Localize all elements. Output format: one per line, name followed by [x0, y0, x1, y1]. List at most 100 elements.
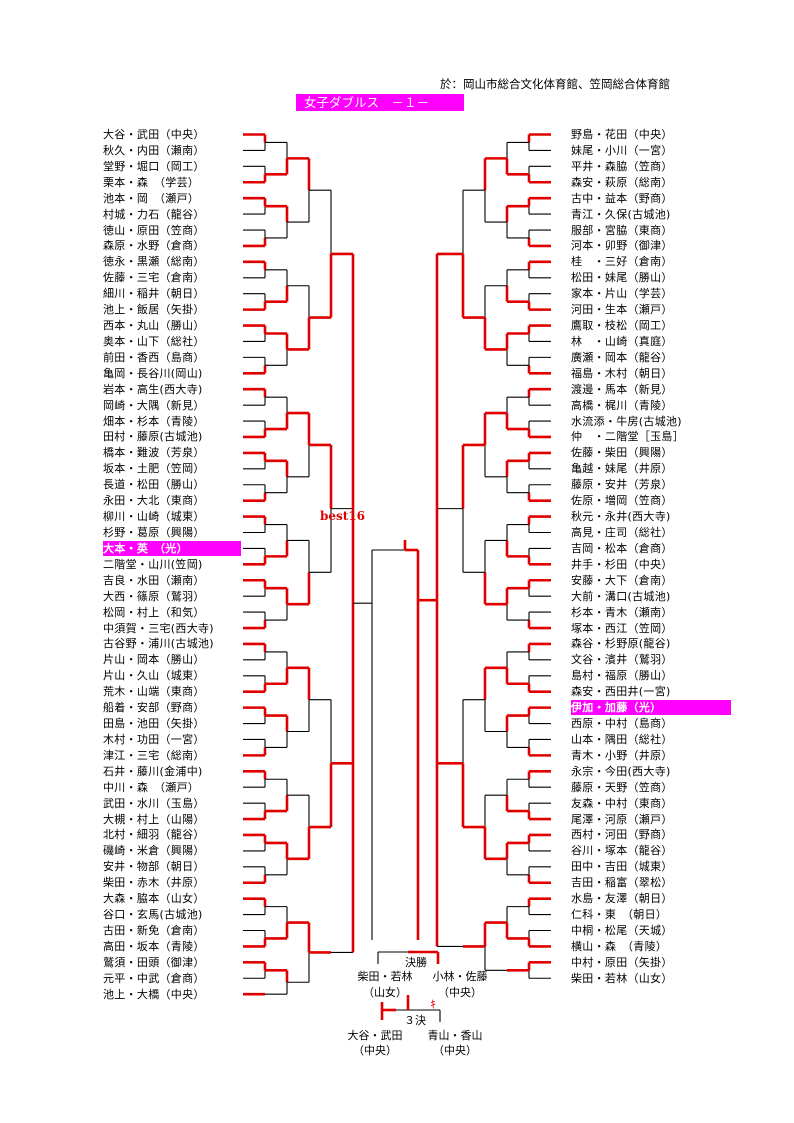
right-entry: 森安・萩原（総南）: [571, 175, 673, 189]
final-right-school: （中央）: [438, 986, 482, 999]
right-entry: 青木・小野（井原）: [571, 748, 673, 762]
right-entry: 野島・花田（中央）: [571, 128, 673, 141]
left-entry: 岩本・高生(西大寺): [103, 382, 203, 396]
right-entry: 吉田・稲富（翠松）: [571, 876, 673, 890]
left-entry: 橋本・難波（芳泉）: [103, 446, 205, 460]
left-entry: 安井・物部（朝日）: [103, 860, 205, 874]
final-left-school: （山女）: [363, 986, 407, 999]
left-entry: 柴田・赤木（井原）: [103, 876, 205, 890]
left-entry: 石井・藤川(金浦中): [103, 764, 203, 778]
right-entry: 友森・中村（東商）: [571, 796, 673, 810]
right-entry: 井手・杉田（中央）: [571, 557, 673, 571]
left-entry: 大本・英 （光）: [103, 540, 241, 556]
left-entry: 大森・脇本（山女）: [103, 892, 205, 906]
right-entry: 田中・吉田（城東）: [571, 860, 673, 874]
right-entry: 河田・生本（瀬戸）: [571, 303, 673, 317]
left-entry: 森原・水野（倉商）: [103, 239, 205, 253]
final-right-name: 小林・佐藤: [432, 970, 488, 983]
right-entry: 福島・木村（朝日）: [571, 366, 673, 380]
right-entry: 中村・原田（矢掛）: [571, 955, 673, 969]
left-entry: 奥本・山下（総社）: [103, 334, 205, 348]
left-entry: 柳川・山崎（城東）: [103, 510, 205, 524]
right-entry: 仁科・東 （朝日）: [571, 908, 668, 922]
right-entry: 廣瀬・岡本（龍谷）: [571, 350, 673, 364]
right-entry: 鷹取・枝松（岡工）: [571, 319, 673, 333]
right-entry: 亀越・妹尾（井原）: [571, 462, 673, 476]
left-entry: 池本・岡 （瀬戸）: [103, 191, 200, 205]
left-entry: 二階堂・山川(笠岡): [103, 557, 203, 571]
left-entry: 大槻・村上（山陽）: [103, 812, 205, 826]
left-entry: 岡崎・大隅（新見）: [103, 398, 205, 412]
left-entry: 片山・岡本（勝山）: [103, 653, 205, 667]
left-entry: 西本・丸山（勝山）: [103, 319, 205, 333]
right-entry: 河本・卯野（御津）: [571, 239, 673, 253]
right-entry: 柴田・若林（山女）: [571, 971, 673, 985]
right-entry: 妹尾・小川（一宮）: [571, 143, 673, 157]
left-entry: 前田・香西（島商）: [103, 350, 205, 364]
right-entry: 森谷・杉野原(龍谷): [571, 637, 671, 651]
right-entry: 安藤・大下（倉南）: [571, 573, 673, 587]
left-entry: 古谷野・浦川(古城池): [103, 637, 214, 651]
right-entry: 青江・久保(古城池): [571, 207, 671, 221]
right-entry: 水流添・牛房(古城池): [571, 414, 682, 428]
right-entry: 仲 ・二階堂［玉島］: [571, 430, 684, 444]
left-entry: 元平・中武（倉商）: [103, 971, 205, 985]
right-entry: 秋元・永井(西大寺): [571, 510, 671, 524]
right-entry: 佐藤・柴田（興陽）: [571, 446, 673, 460]
right-entry: 伊加・加藤（光）: [571, 700, 731, 716]
third-right-school: （中央）: [433, 1044, 477, 1057]
right-entry: 文谷・濱井（鷲羽）: [571, 653, 673, 667]
right-entry: 林 ・山崎（真庭）: [571, 334, 673, 348]
right-entry: 谷川・塚本（龍谷）: [571, 844, 673, 858]
right-entry: 西村・河田（野商）: [571, 828, 673, 842]
right-entry: 森安・西田井(一宮): [571, 685, 671, 699]
left-entry: 大西・篠原（鷲羽）: [103, 589, 205, 603]
left-entry: 杉野・葛原（興陽）: [103, 526, 205, 539]
left-entry: 磯崎・米倉（興陽）: [103, 844, 205, 858]
third-left-school: （中央）: [353, 1044, 397, 1057]
right-entry: 横山・森 （青陵）: [571, 939, 668, 953]
right-entry: 藤原・天野（笠商）: [571, 780, 673, 794]
right-entry: 渡邊・馬本（新見）: [571, 382, 673, 396]
best16-label: best16: [320, 509, 366, 523]
left-entry: 畑本・杉本（青陵）: [103, 414, 205, 428]
right-entry: 水島・友澤（朝日）: [571, 892, 673, 906]
left-entry: 木村・功田（一宮）: [103, 732, 205, 746]
left-entry: 武田・水川（玉島）: [103, 796, 205, 810]
left-entry: 細川・稲井（朝日）: [103, 287, 205, 301]
right-entry: 佐原・増岡（笠商）: [571, 494, 673, 508]
right-entry: 松田・妹尾（勝山）: [571, 271, 673, 285]
right-entry: 藤原・安井（芳泉）: [571, 478, 673, 492]
left-entry: 田島・池田（矢掛）: [103, 717, 205, 731]
left-entry: 栗本・森 （学芸）: [103, 175, 200, 189]
mark-label: ｷ: [430, 998, 436, 1011]
left-entry: 秋久・内田（瀬南）: [103, 143, 205, 157]
left-entry: 徳山・原田（笠商）: [103, 223, 205, 237]
right-entry: 中桐・松尾（天城）: [571, 924, 673, 937]
third-place-label: ３決: [404, 1014, 426, 1027]
left-entry: 北村・細羽（龍谷）: [103, 828, 205, 842]
left-entry: 村城・力石（龍谷）: [103, 207, 205, 221]
right-entry: 平井・森脇（笠商）: [571, 159, 673, 173]
venue-text: 於：岡山市総合文化体育館、笠岡総合体育館: [440, 77, 670, 91]
right-entry: 古中・益本（野商）: [571, 191, 673, 205]
left-entry: 吉良・水田（瀬南）: [103, 573, 205, 587]
right-entry: 塚本・西江（笠岡）: [571, 621, 673, 635]
left-entry: 徳永・黒瀬（総南）: [103, 255, 205, 269]
left-entry: 池上・飯居（矢掛）: [103, 303, 205, 317]
right-entry: 高見・庄司（総社）: [571, 526, 673, 539]
right-entry: 島村・福原（勝山）: [571, 669, 673, 683]
left-entry: 荒木・山端（東商）: [103, 685, 205, 699]
left-entry: 津江・三宅（総南）: [103, 748, 205, 762]
right-entry: 桂 ・三好（倉南）: [571, 255, 673, 269]
left-entry: 大谷・武田（中央）: [103, 128, 205, 141]
right-entry: 尾澤・河原（瀬戸）: [571, 812, 673, 826]
left-entry: 片山・久山（城東）: [103, 669, 205, 683]
final-label: 決勝: [405, 956, 427, 969]
right-entry: 吉岡・松本（倉商）: [571, 541, 673, 555]
right-entry: 大前・溝口(古城池): [571, 589, 671, 603]
left-entry: 谷口・玄馬(古城池): [103, 908, 203, 922]
left-entry: 永田・大北（東商）: [103, 494, 205, 508]
right-entry: 西原・中村（島商）: [571, 717, 673, 731]
